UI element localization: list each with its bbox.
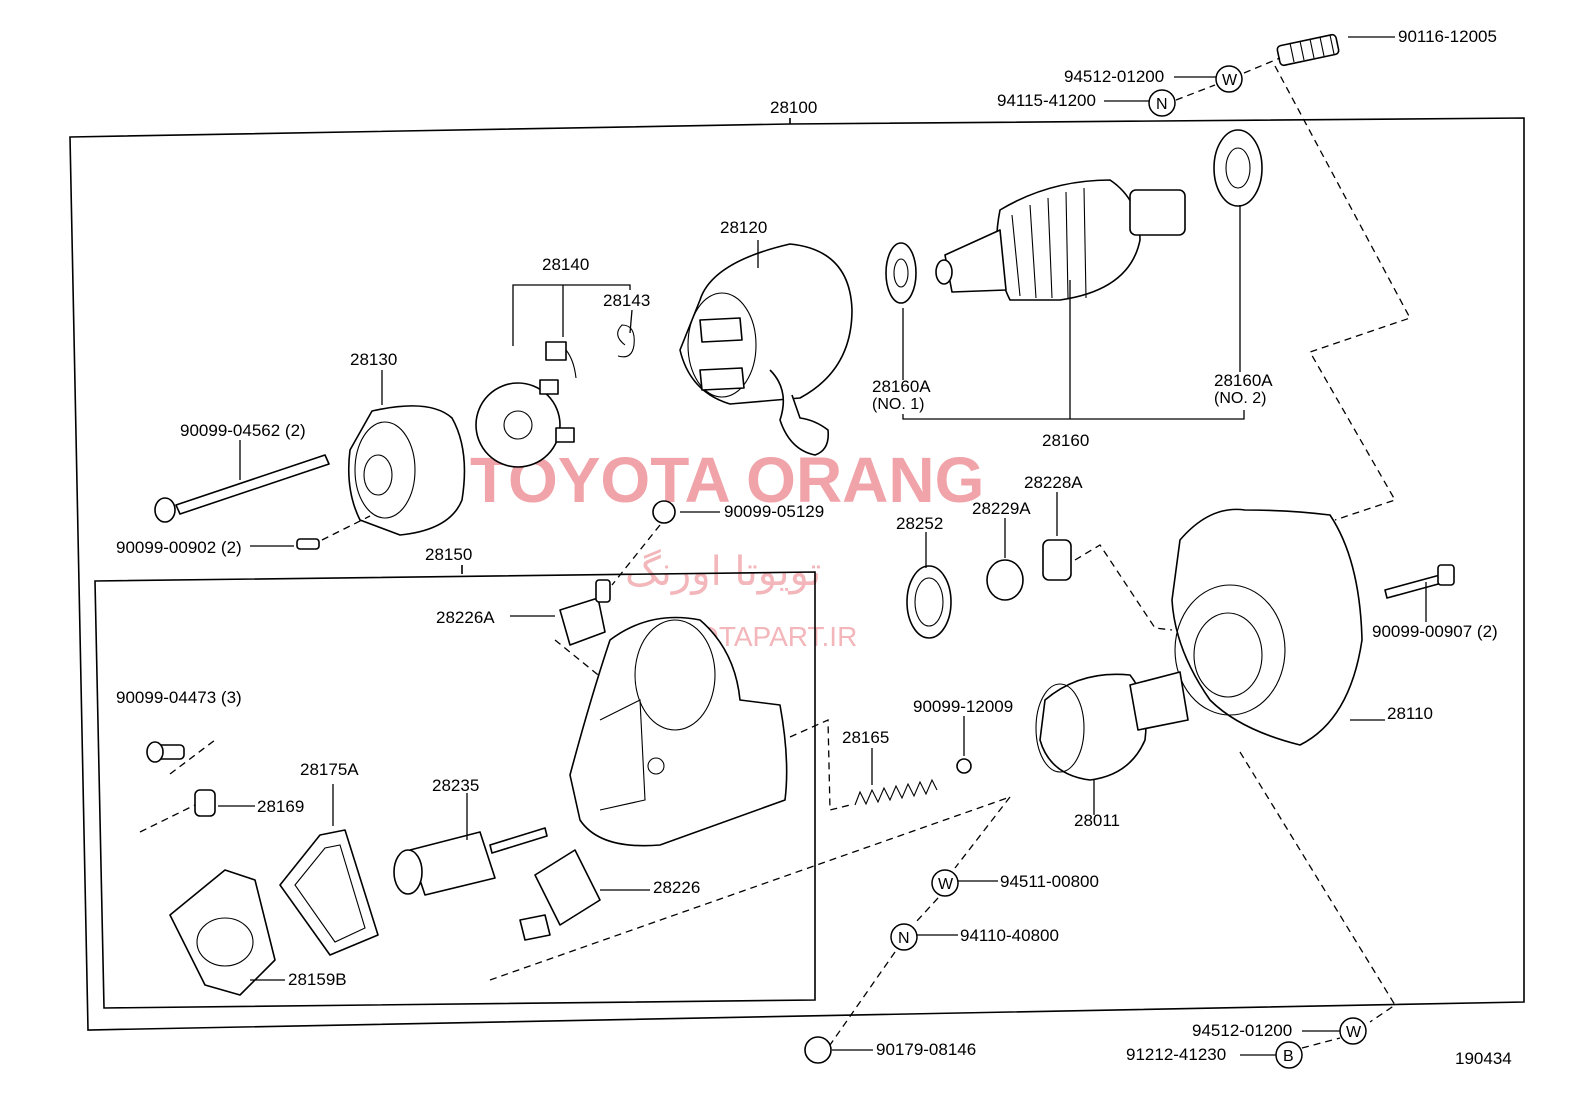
label-28160A-1-sub: (NO. 1) bbox=[872, 396, 924, 413]
label-90099-04562[interactable]: 90099-04562 (2) bbox=[180, 421, 306, 440]
nut-marker: N bbox=[1156, 96, 1168, 113]
bolt-marker: B bbox=[1283, 1048, 1294, 1065]
label-28169[interactable]: 28169 bbox=[257, 797, 304, 816]
label-28160A-2-sub: (NO. 2) bbox=[1214, 390, 1266, 407]
washer-mid-marker: W bbox=[938, 876, 954, 893]
part-90099-04473-screw[interactable]: 90099-04473 (3) bbox=[116, 688, 242, 763]
label-90099-05129[interactable]: 90099-05129 bbox=[724, 502, 824, 521]
washer-top[interactable]: W 94512-01200 bbox=[1064, 65, 1243, 93]
part-28226A[interactable]: 28226A bbox=[436, 579, 611, 646]
part-28140-brush-holder[interactable]: 28140 bbox=[475, 255, 631, 468]
part-28110-housing[interactable]: 28110 bbox=[1171, 508, 1433, 746]
label-28175A[interactable]: 28175A bbox=[300, 760, 359, 779]
part-90099-04562-bolt[interactable]: 90099-04562 (2) bbox=[154, 421, 330, 523]
washer-mid[interactable]: W 94511-00800 bbox=[931, 869, 1099, 897]
label-94512-01200-top[interactable]: 94512-01200 bbox=[1064, 67, 1164, 86]
label-90179-08146[interactable]: 90179-08146 bbox=[876, 1040, 976, 1059]
bolt-bottom[interactable]: B 91212-41230 bbox=[1126, 1041, 1303, 1069]
label-28165[interactable]: 28165 bbox=[842, 728, 889, 747]
stud-90116[interactable]: 90116-12005 bbox=[1276, 27, 1497, 67]
nut-mid[interactable]: N 94110-40800 bbox=[890, 923, 1059, 951]
label-90099-00902[interactable]: 90099-00902 (2) bbox=[116, 538, 242, 557]
label-28143[interactable]: 28143 bbox=[603, 291, 650, 310]
label-90099-12009[interactable]: 90099-12009 bbox=[913, 697, 1013, 716]
washer-bottom-marker: W bbox=[1346, 1024, 1362, 1041]
label-28229A[interactable]: 28229A bbox=[972, 499, 1031, 518]
part-28150-magnet-switch[interactable] bbox=[569, 616, 788, 847]
part-28011-clutch[interactable]: 28011 bbox=[1035, 671, 1189, 830]
part-28130-end-frame[interactable]: 28130 bbox=[347, 350, 466, 536]
part-28235-plunger[interactable]: 28235 bbox=[393, 776, 548, 896]
label-94512-01200-bottom[interactable]: 94512-01200 bbox=[1192, 1021, 1292, 1040]
diagram-id: 190434 bbox=[1455, 1049, 1512, 1068]
part-28175A-gasket[interactable]: 28175A bbox=[279, 760, 379, 956]
part-90099-00902-screw[interactable]: 90099-00902 (2) bbox=[116, 538, 320, 557]
part-28165-spring[interactable]: 28165 bbox=[842, 728, 938, 806]
label-28160[interactable]: 28160 bbox=[1042, 431, 1089, 450]
part-28228A[interactable]: 28228A bbox=[1024, 473, 1083, 581]
label-28159B[interactable]: 28159B bbox=[288, 970, 347, 989]
washer-bottom[interactable]: W 94512-01200 bbox=[1192, 1017, 1367, 1045]
part-90099-05129[interactable]: 90099-05129 bbox=[652, 500, 824, 524]
part-90099-12009-ball[interactable]: 90099-12009 bbox=[913, 697, 1013, 774]
label-28130[interactable]: 28130 bbox=[350, 350, 397, 369]
label-28100[interactable]: 28100 bbox=[770, 98, 817, 117]
part-90099-00907-bolt[interactable]: 90099-00907 (2) bbox=[1372, 564, 1498, 641]
label-28160A-2[interactable]: 28160A bbox=[1214, 371, 1273, 390]
part-90179-08146[interactable]: 90179-08146 bbox=[804, 1036, 976, 1064]
nut-mid-marker: N bbox=[898, 930, 910, 947]
assembly-frame-28100: 28100 bbox=[69, 98, 1525, 1031]
label-28226A[interactable]: 28226A bbox=[436, 608, 495, 627]
part-28120-yoke[interactable]: 28120 bbox=[679, 218, 853, 456]
part-28226[interactable]: 28226 bbox=[519, 849, 700, 941]
assembly-frame-28150: 28150 bbox=[94, 545, 816, 1009]
part-28229A[interactable]: 28229A bbox=[972, 499, 1031, 601]
label-94110-40800[interactable]: 94110-40800 bbox=[960, 926, 1059, 945]
part-28160A-bearing-no1[interactable]: 28160A (NO. 1) bbox=[872, 242, 931, 413]
label-94115-41200[interactable]: 94115-41200 bbox=[997, 91, 1096, 110]
part-28159B-cover[interactable]: 28159B bbox=[169, 869, 347, 996]
washer-marker: W bbox=[1222, 72, 1238, 89]
label-28252[interactable]: 28252 bbox=[896, 514, 943, 533]
label-28140[interactable]: 28140 bbox=[542, 255, 589, 274]
label-28228A[interactable]: 28228A bbox=[1024, 473, 1083, 492]
label-28150[interactable]: 28150 bbox=[425, 545, 472, 564]
label-28160A-1[interactable]: 28160A bbox=[872, 377, 931, 396]
label-28226[interactable]: 28226 bbox=[653, 878, 700, 897]
label-90099-04473[interactable]: 90099-04473 (3) bbox=[116, 688, 242, 707]
label-94511-00800[interactable]: 94511-00800 bbox=[1000, 872, 1099, 891]
part-28169[interactable]: 28169 bbox=[194, 789, 304, 817]
part-28160A-bearing-no2[interactable]: 28160A (NO. 2) bbox=[1213, 129, 1273, 407]
watermark-brand: TOYOTA ORANG bbox=[470, 444, 984, 516]
label-91212-41230[interactable]: 91212-41230 bbox=[1126, 1045, 1226, 1064]
label-28235[interactable]: 28235 bbox=[432, 776, 479, 795]
label-28120[interactable]: 28120 bbox=[720, 218, 767, 237]
part-28143-spring[interactable]: 28143 bbox=[603, 291, 650, 358]
label-90116-12005[interactable]: 90116-12005 bbox=[1398, 27, 1497, 46]
part-28160-armature[interactable] bbox=[935, 179, 1186, 301]
label-28011[interactable]: 28011 bbox=[1074, 811, 1120, 830]
part-28252-gear[interactable]: 28252 bbox=[896, 514, 952, 639]
label-90099-00907[interactable]: 90099-00907 (2) bbox=[1372, 622, 1498, 641]
label-28110[interactable]: 28110 bbox=[1387, 704, 1433, 723]
nut-top[interactable]: N 94115-41200 bbox=[997, 89, 1176, 117]
